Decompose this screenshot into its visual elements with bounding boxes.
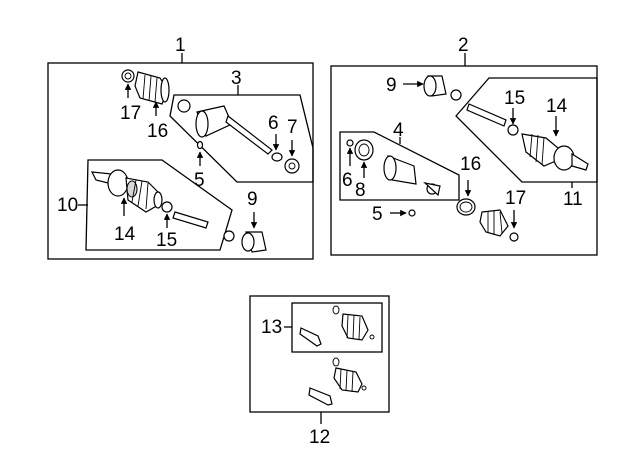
- bushing-9-g2: [423, 75, 462, 101]
- clamp-ring-16-g2: [456, 198, 476, 216]
- callout-12: 12: [309, 427, 330, 448]
- callout-5-g2: 5: [372, 204, 383, 225]
- callout-13: 13: [261, 317, 282, 338]
- inner-joint-4: [354, 139, 441, 197]
- group-12-assembly: 12 13: [249, 295, 390, 448]
- callout-16-g1: 16: [147, 121, 168, 142]
- boot-kit-13: [299, 305, 375, 347]
- callout-15-g2: 15: [504, 88, 525, 109]
- clamp-15-g1: [161, 201, 209, 229]
- boot-17-g2: [479, 209, 519, 242]
- callout-3: 3: [231, 68, 242, 89]
- callout-17-g1: 17: [120, 103, 141, 124]
- seal-7: [284, 158, 300, 174]
- group-1-assembly: 1 3 6 7 5: [47, 35, 314, 260]
- bushing-9-g1: [223, 230, 267, 253]
- callout-15-g1: 15: [156, 230, 177, 251]
- group-2-assembly: 2 9 11 15 14 4: [330, 35, 598, 256]
- callout-9-g2: 9: [386, 75, 397, 96]
- subassembly-3-box: [169, 94, 314, 183]
- subassembly-10-box: [85, 159, 233, 251]
- callout-2: 2: [458, 35, 469, 56]
- outer-joint-14-g2: [466, 103, 589, 171]
- callout-10: 10: [57, 195, 78, 216]
- callout-6-g1: 6: [268, 113, 279, 134]
- outer-joint-14-g1: [90, 169, 163, 213]
- subassembly-13-box: [291, 302, 383, 353]
- inner-joint-3: [177, 99, 273, 155]
- callout-6-g2: 6: [342, 170, 353, 191]
- boot-kit-12: [308, 357, 367, 406]
- callout-4: 4: [393, 120, 404, 141]
- callout-16-g2: 16: [460, 154, 481, 175]
- callout-9-g1: 9: [247, 189, 258, 210]
- subassembly-11-box: [455, 77, 598, 183]
- callout-7: 7: [287, 117, 298, 138]
- clip-5-g2: [408, 209, 416, 217]
- boot-16-g1: [121, 69, 170, 105]
- callout-17-g2: 17: [505, 188, 526, 209]
- callout-11: 11: [563, 189, 583, 210]
- clip-5-g1: [196, 140, 204, 150]
- callout-5-g1: 5: [194, 170, 205, 191]
- group-12-box: [249, 295, 390, 413]
- subassembly-4-box: [339, 131, 460, 201]
- snap-ring-6: [271, 152, 283, 162]
- callout-8: 8: [355, 180, 366, 201]
- callout-1: 1: [175, 35, 186, 56]
- callout-14-g1: 14: [114, 224, 136, 245]
- snap-ring-6-g2: [346, 139, 354, 147]
- callout-14-g2: 14: [546, 96, 568, 117]
